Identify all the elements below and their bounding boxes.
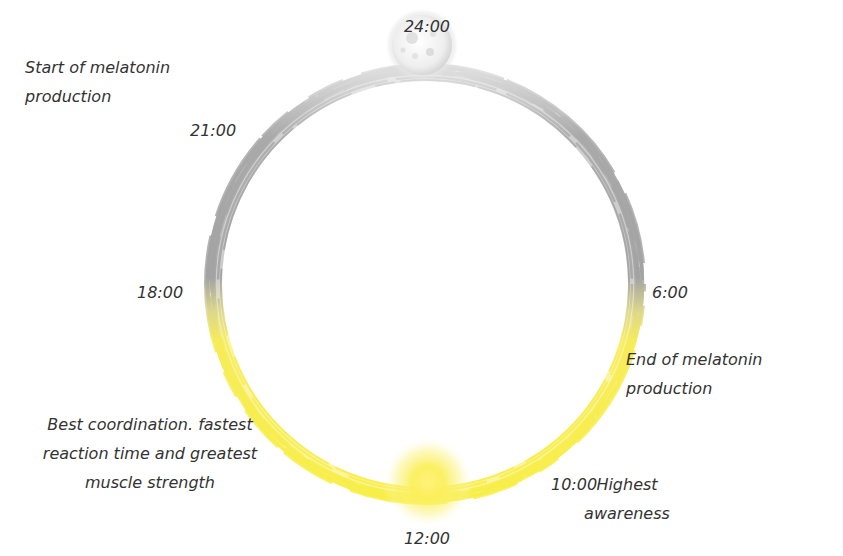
brush-stroke [212, 71, 639, 498]
time-label: 18:00 [137, 278, 183, 307]
brush-stroke [213, 72, 638, 497]
time-label: 21:00 [190, 116, 236, 145]
brush-stroke [208, 67, 641, 500]
annotation: Start of melatonin production [25, 53, 255, 111]
brush-stroke [214, 73, 636, 495]
brush-stroke [211, 70, 639, 498]
annotation: End of melatonin production [626, 345, 838, 403]
moon-symbol [388, 11, 456, 79]
time-label: 10:00 [551, 470, 597, 499]
brush-stroke [218, 77, 632, 491]
time-label: 24:00 [404, 12, 450, 41]
time-label: 6:00 [652, 278, 688, 307]
sun-symbol [382, 436, 474, 528]
brush-stroke [212, 71, 638, 497]
time-label: 12:00 [404, 524, 450, 553]
brush-stroke [215, 74, 635, 494]
annotation: Best coordination. fastest reaction time… [15, 410, 285, 497]
brush-stroke [212, 71, 637, 496]
annotation: Highest awareness [575, 470, 680, 528]
brush-stroke [209, 68, 640, 499]
brush-stroke [221, 80, 629, 488]
ring-base [215, 74, 635, 494]
brush-stroke [212, 71, 637, 496]
